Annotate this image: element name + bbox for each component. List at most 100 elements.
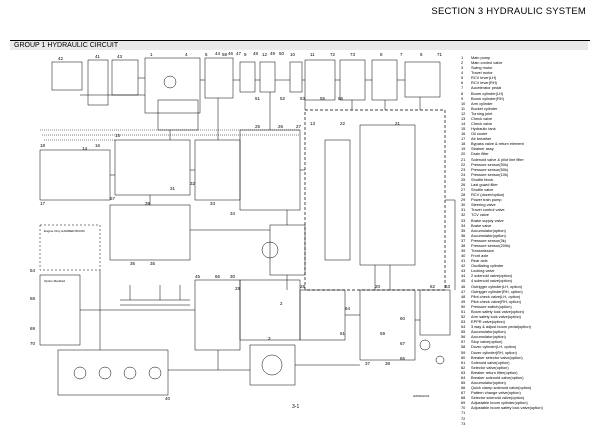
callout: 5: [205, 52, 208, 57]
legend-row: 72: [461, 416, 596, 421]
legend-number: 32: [461, 212, 466, 218]
bucket-cyl-block: [289, 61, 303, 93]
legend-number: 55: [461, 329, 466, 335]
callout: 59: [380, 331, 386, 336]
legend-label: Shuttle block: [471, 176, 494, 182]
legend-number: 22: [461, 161, 466, 167]
callout: 7: [400, 52, 403, 57]
legend-number: 13: [461, 115, 466, 121]
callout: 2: [280, 301, 283, 306]
legend-number: 37: [461, 237, 466, 243]
legend-label: Oil cooler: [471, 131, 488, 137]
legend-number: 28: [461, 192, 466, 198]
legend-number: 43: [461, 268, 466, 274]
legend-label: Front axle: [471, 253, 489, 259]
bottom-right-block: [359, 289, 416, 361]
travel-motor-block: [157, 99, 199, 131]
legend-number: 16: [461, 131, 466, 137]
legend-label: Accumulator(option): [471, 380, 506, 385]
legend-label: RCV lever(RH): [471, 80, 497, 86]
legend-label: Travel control valve: [471, 207, 505, 213]
callout: 36: [130, 261, 136, 266]
legend-number: 39: [461, 247, 466, 253]
main-control-valve: [304, 109, 446, 291]
callout: 58: [222, 52, 228, 57]
legend-label: Travel motor: [471, 70, 493, 76]
pump-assembly: [57, 349, 169, 396]
hydraulic-tank: [39, 149, 111, 201]
legend-label: Solenoid valve(option): [471, 359, 510, 365]
legend-label: Accumulator(option): [471, 232, 506, 238]
legend-label: Selector valve(option): [471, 364, 509, 370]
legend-label: Brake valve: [471, 222, 492, 228]
legend-label: Pressure switch(option): [471, 303, 512, 309]
legend-row: 6 RCV lever(RH): [461, 80, 596, 85]
callout: 1: [150, 52, 153, 57]
callout: 18: [40, 143, 46, 148]
legend-number: 41: [461, 258, 466, 264]
legend-number: 54: [461, 324, 466, 330]
legend-number: 67: [461, 390, 466, 396]
legend-number: 46: [461, 283, 466, 289]
legend-number: 6: [461, 80, 464, 86]
callout: 61: [340, 331, 346, 336]
callout: 28: [300, 284, 306, 289]
callout: 62: [430, 284, 436, 289]
legend-number: 2: [461, 60, 464, 66]
callout: 14: [82, 146, 88, 151]
legend-label: Accumulator(option): [471, 227, 506, 233]
legend-label: Check valve: [471, 115, 493, 121]
legend-number: 60: [461, 354, 466, 360]
arm-cyl-block: [259, 61, 276, 93]
check-valve-block: [371, 59, 398, 101]
legend-number: 36: [461, 232, 466, 238]
callout: 67: [400, 341, 406, 346]
legend-number: 48: [461, 293, 466, 299]
callout: 47: [236, 51, 242, 56]
callout: 69: [30, 326, 36, 331]
callout: 68: [30, 296, 36, 301]
legend-number: 29: [461, 197, 466, 203]
legend-number: 56: [461, 334, 466, 340]
legend-number: 35: [461, 227, 466, 233]
callout-labels: 42 41 43 1 4 5 58 9 12 10 11 72 73 8 7 6…: [30, 51, 451, 401]
oscillating-cylinder-block: [51, 61, 83, 91]
callout: 45: [195, 274, 201, 279]
callout: 15: [115, 133, 121, 138]
legend-number: 65: [461, 380, 466, 385]
legend-label: EPPR valve(option): [471, 319, 505, 325]
callout: 22: [340, 121, 346, 126]
legend-number: 38: [461, 242, 466, 248]
legend-number: 73: [461, 420, 466, 426]
callout: 64: [345, 306, 351, 311]
legend-number: 70: [461, 405, 466, 411]
callout: 32: [190, 181, 196, 186]
legend-number: 57: [461, 339, 466, 345]
legend-label: Breaker solenoid valve(option): [471, 374, 524, 380]
callout: 37: [365, 361, 371, 366]
legend-label: Last guard filter: [471, 181, 498, 187]
legend-number: 5: [461, 75, 464, 81]
